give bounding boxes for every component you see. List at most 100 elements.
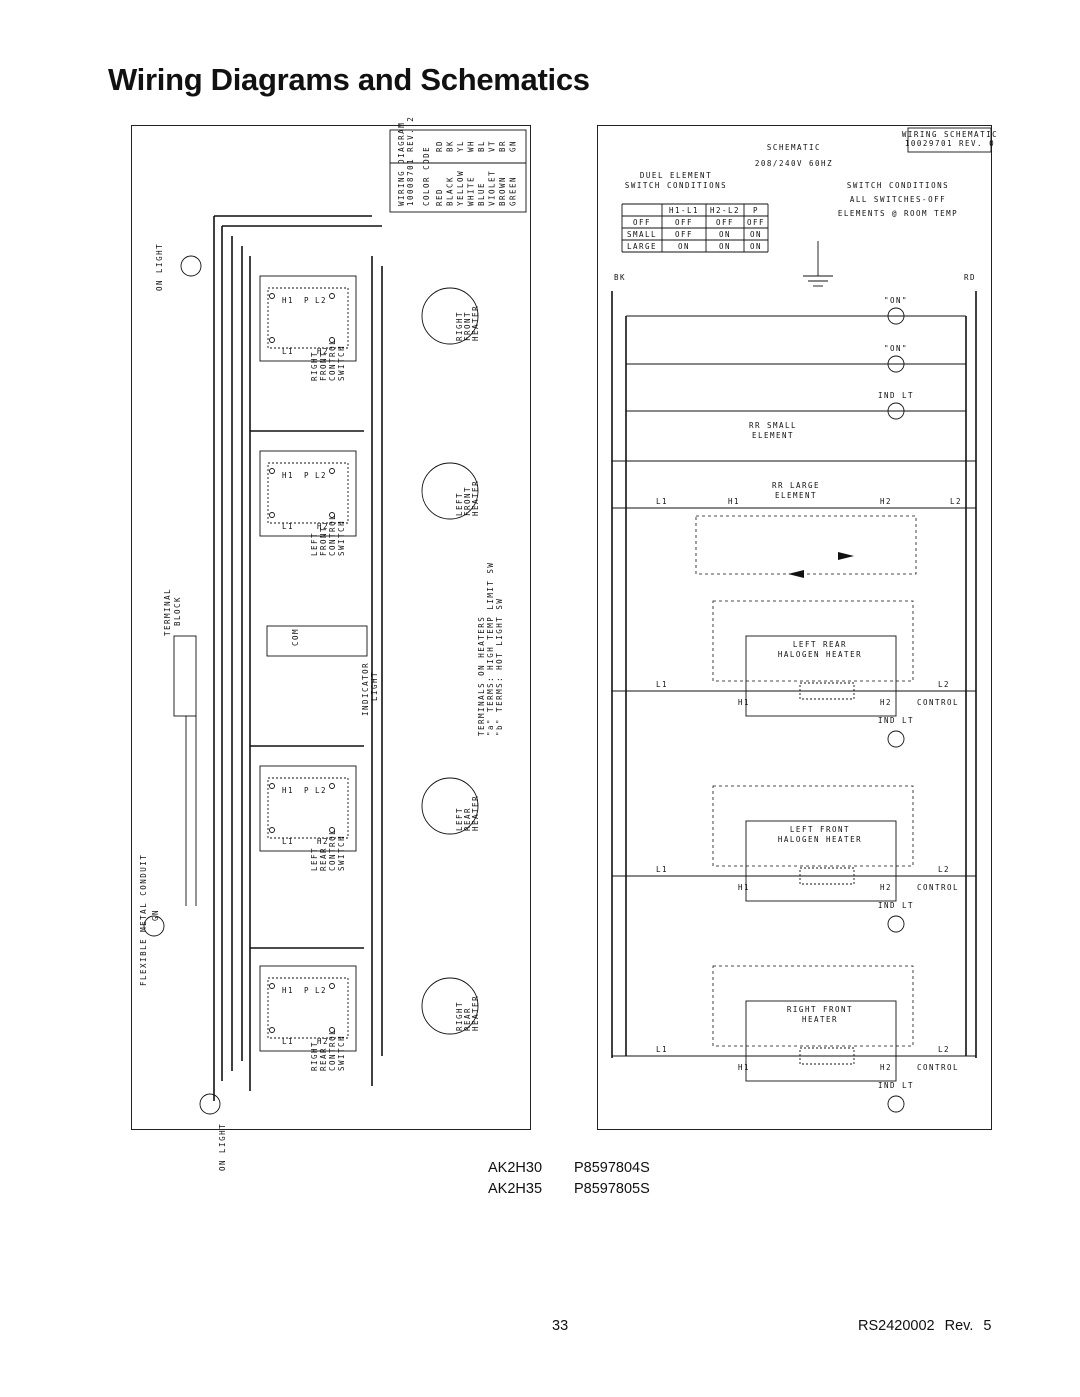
terminal-label: H2 [880,883,892,892]
on-light-icon [199,1093,221,1115]
table-cell: OFF [675,230,693,239]
terminal-dot [269,293,275,299]
color-code-abbr: BR [498,140,507,152]
terminal-dot [329,293,335,299]
terminals-note: "b" TERMS: HOT LIGHT SW [495,598,504,736]
indicator-lamp-icon [887,730,905,748]
diagram-label: P [304,986,310,995]
table-title: SWITCH CONDITIONS [625,181,727,190]
table-cell: OFF [633,218,651,227]
page-number: 33 [552,1318,569,1334]
switch-label: FRONT [319,526,328,556]
switch-label: SWITCH [337,345,346,381]
diagram-label: P [304,471,310,480]
table-header: H1-L1 [669,206,699,215]
diagram-label: H1 [282,471,294,480]
model-number: AK2H35 [488,1181,543,1197]
switch-inner [267,287,349,349]
heater-terminal-ring [421,287,479,345]
heater-section-label: RIGHT FRONT [787,1005,853,1014]
switch-label: CONTROL [328,339,337,381]
switch-block [259,965,357,1052]
diagram-label: H1 [282,986,294,995]
diagram-label: L2 [315,786,327,795]
arrow-icon [788,570,804,578]
switch-label: RIGHT [310,1041,319,1071]
terminals-note: "a" TERMS: HIGH TEMP LIMIT SW [486,562,495,736]
heater-section-label: LEFT FRONT [790,825,850,834]
page-title: Wiring Diagrams and Schematics [108,62,590,97]
color-code-name: VIOLET [488,170,497,206]
indicator-light-block [266,625,368,657]
diagram-label: L2 [315,986,327,995]
terminal-dot [329,468,335,474]
heater-label: FRONT [463,486,472,516]
switch-label: CONTROL [328,514,337,556]
indicator-label: INDICATOR [361,662,370,716]
diagram-label: L1 [282,837,294,846]
switch-label: SWITCH [337,1035,346,1071]
switch-block [259,765,357,852]
arrow-icon [838,552,854,560]
terminal-dot [269,783,275,789]
switch-label: CONTROL [328,829,337,871]
table-cell: SMALL [627,230,657,239]
diagram-label: P [304,786,310,795]
table-cell: ON [678,242,690,251]
heater-label: REAR [463,807,472,831]
schematic-header-text: 10029701 REV. 0 [905,139,995,148]
heater-section-label: HALOGEN HEATER [778,650,862,659]
diagram-label: L1 [282,1037,294,1046]
color-code-name: BROWN [498,176,507,206]
heater-section-label: HALOGEN HEATER [778,835,862,844]
diagram-header-text: 10008701 REV. 2 [406,116,415,206]
diagram-label: H1 [282,296,294,305]
color-code-name: WHITE [467,176,476,206]
heater-label: REAR [463,1007,472,1031]
heater-element [799,682,855,700]
diagram-header-text: WIRING DIAGRAM [397,122,406,206]
switch-label: SWITCH [337,835,346,871]
switch-conditions: ALL SWITCHES-OFF [850,195,946,204]
schematic-voltage: 208/240V 60HZ [755,159,833,168]
table-cell: LARGE [627,242,657,251]
terminal-dot [269,337,275,343]
color-code-abbr: WH [467,140,476,152]
switch-inner [267,777,349,839]
switch-label: LEFT [310,532,319,556]
terminal-label: L1 [656,680,668,689]
table-header: P [753,206,759,215]
schematic-header-text: WIRING SCHEMATIC [902,130,998,139]
dashed-link [712,785,914,867]
terminals-note: TERMINALS ON HEATERS [477,616,486,736]
control-label: CONTROL [917,883,959,892]
switch-inner [267,977,349,1039]
rail-label-bk: BK [614,273,626,282]
diagram-label: H1 [282,786,294,795]
color-code-name: GREEN [509,176,518,206]
terminal-label: H1 [738,698,750,707]
on-light-icon [180,255,202,277]
lamp-label: IND LT [878,391,914,400]
color-code-abbr: YL [456,140,465,152]
diagram-label: L2 [315,296,327,305]
table-cell: OFF [716,218,734,227]
indicator-lamp-icon [887,915,905,933]
switch-block [259,450,357,537]
rr-small-label: ELEMENT [752,431,794,440]
heater-box [745,635,897,717]
com-label: COM [291,628,300,646]
heater-element [799,1047,855,1065]
lamp-label: IND LT [878,716,914,725]
terminal-label: L2 [938,1045,950,1054]
conduit-label: FLEXIBLE METAL CONDUIT [139,854,148,986]
diagram-label: L1 [282,522,294,531]
terminal-block-label: TERMINAL [163,588,172,636]
terminal-label: H2 [880,1063,892,1072]
terminal-dot [329,827,335,833]
heater-element [799,867,855,885]
table-cell: ON [750,242,762,251]
terminal-dot [329,783,335,789]
